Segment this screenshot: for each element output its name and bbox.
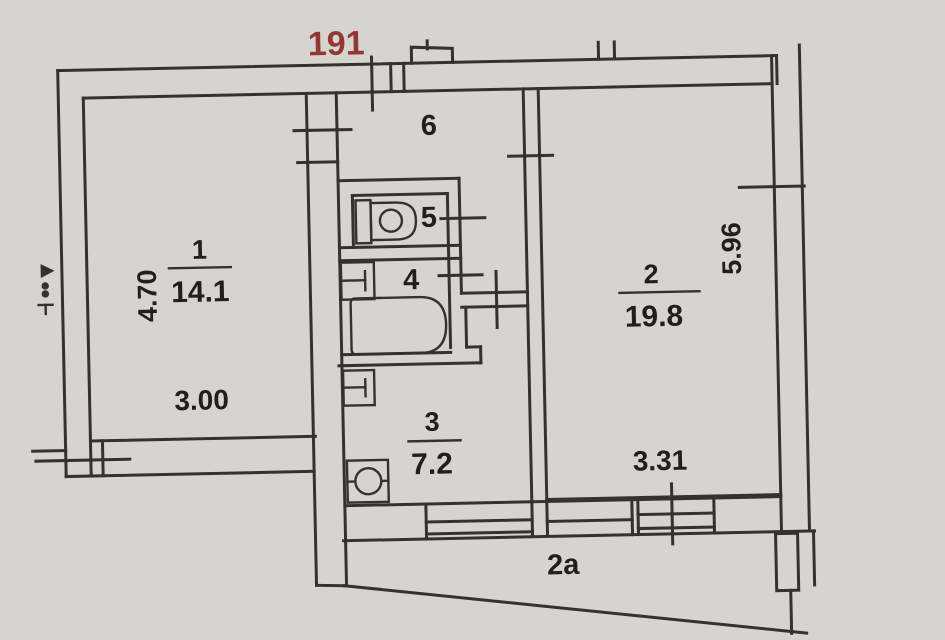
left-margin-tick — [31, 449, 68, 453]
room1-fraction-bar — [167, 265, 233, 270]
cropped-left-annotation — [37, 264, 55, 316]
kitchen-window-line-a — [424, 518, 534, 524]
wc-bath-divider-upper — [337, 243, 462, 250]
room-2-area-label: 19.8 — [624, 300, 683, 334]
room2-window-line-a — [545, 518, 634, 523]
balcony-right-edge — [811, 529, 817, 587]
labels: 191 1 14.1 4.70 3.00 2 19.8 5.96 3.31 3 … — [132, 24, 747, 582]
room-1-height-dimension: 4.70 — [132, 269, 163, 322]
balcony-right-lower-edge — [789, 588, 794, 635]
tick-room1-wall-upper — [292, 127, 353, 133]
wall-room1-centre-inner — [304, 91, 319, 587]
tick-room2-wall — [507, 153, 555, 158]
tick-wc-door — [439, 216, 487, 221]
bathtub-icon — [349, 295, 448, 356]
room2-fraction-bar — [618, 290, 701, 295]
tick-bath-door — [437, 273, 484, 278]
wall-right-outer — [797, 43, 812, 533]
room-1-number-label: 1 — [192, 235, 208, 265]
balcony-label: 2a — [547, 549, 581, 582]
wc-left-wall — [350, 193, 355, 249]
room3-fraction-bar — [407, 439, 462, 443]
balcony-pillar — [774, 531, 801, 593]
room2-bottom-wall — [545, 493, 783, 502]
room-2-width-dimension: 3.31 — [632, 445, 687, 477]
room-3-number-label: 3 — [424, 407, 440, 437]
entry-niche — [409, 45, 455, 65]
entry-door-post-right — [402, 61, 406, 93]
hall-kitchen-wall-upper — [459, 290, 529, 295]
tick-room2-right-wall — [737, 184, 806, 189]
bottom-wall-outer — [342, 529, 817, 543]
room2-corner-post — [779, 493, 784, 534]
room-1-width-dimension: 3.00 — [174, 384, 229, 416]
wall-left-outer — [56, 69, 68, 479]
wall-room2-outer — [536, 87, 550, 537]
walls — [31, 39, 817, 635]
wall-top-outer — [56, 54, 779, 73]
room1-window-post — [100, 439, 105, 478]
wall-room2-inner — [521, 87, 535, 538]
apartment-number-label: 191 — [307, 24, 365, 63]
duct-step-left — [464, 305, 469, 349]
room2-window-post-c — [712, 496, 717, 535]
wall-top-right-stub — [774, 54, 779, 86]
wall-top-inner — [81, 82, 774, 100]
room-2-height-dimension: 5.96 — [716, 222, 747, 275]
hall-kitchen-wall-lower — [460, 304, 530, 309]
entry-door-post-left — [389, 62, 393, 94]
room-1-area-label: 14.1 — [171, 275, 230, 309]
balcony-left-step — [315, 583, 347, 588]
room1-bottom-wall-inner — [88, 434, 317, 443]
room1-bottom-wall-outer — [64, 469, 316, 479]
fixtures — [37, 198, 448, 504]
room-5-number-label: 5 — [420, 202, 437, 234]
wc-top-wall-inner — [350, 191, 449, 198]
wc-bath-divider-lower — [338, 256, 463, 263]
wc-top-wall-outer — [336, 176, 461, 183]
room1-window-mid-line — [34, 457, 132, 463]
room-2-number-label: 2 — [643, 259, 659, 289]
washbasin-icon — [341, 368, 376, 407]
balcony-front-edge — [342, 584, 809, 635]
kitchen-window-line-b — [424, 530, 534, 536]
tick-hall-kitchen — [494, 269, 499, 330]
wall-left-inner — [81, 96, 93, 478]
room-3-area-label: 7.2 — [411, 447, 453, 481]
room2-window-post-a — [630, 498, 635, 537]
room-4-number-label: 4 — [403, 264, 420, 296]
tick-room1-wall-lower — [296, 160, 340, 165]
toilet-icon — [354, 198, 418, 245]
bath-kitchen-divider-lower — [337, 361, 483, 368]
room2-window-line-b — [636, 511, 716, 517]
room-6-number-label: 6 — [421, 110, 438, 142]
tick-dimension-3-31 — [669, 482, 675, 546]
bottom-wall-inner — [343, 495, 783, 508]
room2-window-line-c — [636, 525, 716, 531]
wall-right-inner — [769, 54, 783, 497]
kitchen-sink-icon — [345, 458, 391, 504]
wall-room1-centre-outer — [334, 91, 349, 588]
tick-entry-left — [369, 55, 375, 112]
